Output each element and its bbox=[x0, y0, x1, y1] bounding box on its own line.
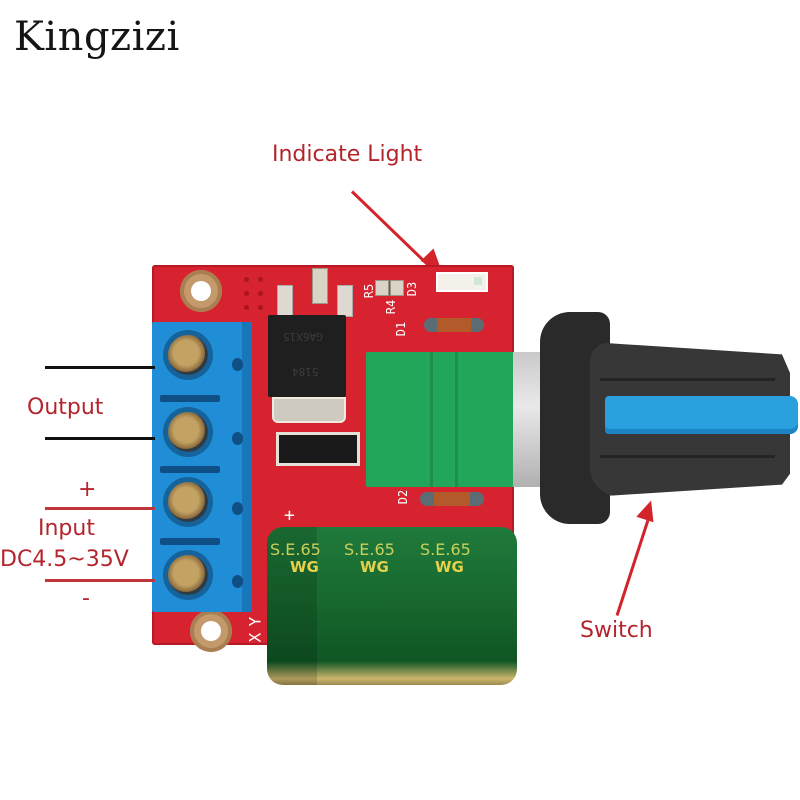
indicator-led bbox=[436, 272, 488, 292]
electrolytic-capacitor bbox=[267, 527, 517, 685]
smd-resistor bbox=[312, 268, 328, 304]
terminal-divider bbox=[160, 395, 220, 402]
switch-arrowhead-icon bbox=[636, 497, 660, 523]
diode-d2 bbox=[420, 492, 484, 506]
switch-label: Switch bbox=[580, 618, 653, 643]
via-grid bbox=[242, 275, 272, 325]
mount-hole-bottom bbox=[190, 610, 232, 652]
mosfet-marking-1: GA6X15 bbox=[283, 330, 323, 343]
capacitor-brand-3: WG bbox=[435, 558, 464, 576]
brand-name: Kingzizi bbox=[14, 14, 180, 60]
terminal-screw-output-1[interactable] bbox=[168, 335, 208, 375]
silk-d3: D3 bbox=[405, 281, 420, 297]
knob-indicator-stripe bbox=[605, 396, 798, 434]
terminal-hole bbox=[232, 502, 243, 515]
mount-hole-top bbox=[180, 270, 222, 312]
smd-resistor-r5 bbox=[375, 280, 389, 296]
silk-y: Y bbox=[245, 616, 265, 627]
terminal-hole bbox=[232, 575, 243, 588]
knob-rib bbox=[600, 455, 775, 458]
capacitor-brand-1: WG bbox=[290, 558, 319, 576]
silk-d1: D1 bbox=[394, 321, 409, 337]
output-wire-1 bbox=[45, 366, 155, 369]
mosfet-leg bbox=[337, 285, 353, 317]
silk-d2: D2 bbox=[396, 489, 411, 505]
terminal-hole bbox=[232, 432, 243, 445]
terminal-divider bbox=[160, 466, 220, 473]
terminal-divider bbox=[160, 538, 220, 545]
capacitor-brand-2: WG bbox=[360, 558, 389, 576]
indicate-light-arrow bbox=[350, 190, 434, 271]
input-minus-label: - bbox=[82, 586, 90, 611]
schottky-diode bbox=[276, 432, 360, 466]
output-label: Output bbox=[27, 395, 104, 420]
capacitor-print-3: S.E.65 bbox=[420, 540, 471, 559]
input-plus-label: + bbox=[78, 477, 97, 502]
indicate-light-label: Indicate Light bbox=[272, 142, 423, 167]
smd-resistor-r4 bbox=[390, 280, 404, 296]
output-wire-2 bbox=[45, 437, 155, 440]
mosfet-leg bbox=[277, 285, 293, 317]
mosfet-tab bbox=[272, 397, 346, 423]
terminal-screw-input-minus[interactable] bbox=[168, 555, 208, 595]
diode-d1 bbox=[424, 318, 484, 332]
silk-r4: R4 bbox=[384, 299, 399, 315]
silk-x: X bbox=[245, 632, 265, 643]
terminal-hole bbox=[232, 358, 243, 371]
knob-rib bbox=[600, 378, 775, 381]
input-voltage-label: DC4.5~35V bbox=[0, 547, 129, 572]
capacitor-print-1: S.E.65 bbox=[270, 540, 321, 559]
potentiometer-seam bbox=[430, 352, 433, 487]
terminal-screw-output-2[interactable] bbox=[168, 412, 208, 452]
terminal-screw-input-plus[interactable] bbox=[168, 482, 208, 522]
capacitor-print-2: S.E.65 bbox=[344, 540, 395, 559]
input-label: Input bbox=[38, 516, 95, 541]
input-wire-minus bbox=[45, 579, 155, 582]
potentiometer-seam bbox=[455, 352, 458, 487]
capacitor-shade bbox=[267, 527, 317, 685]
mosfet-marking-2: 5184 bbox=[292, 365, 319, 378]
silk-plus: + bbox=[284, 505, 295, 526]
input-wire-plus bbox=[45, 507, 155, 510]
mosfet-chip bbox=[268, 315, 346, 397]
potentiometer-body bbox=[366, 352, 516, 487]
switch-arrow bbox=[615, 519, 650, 616]
